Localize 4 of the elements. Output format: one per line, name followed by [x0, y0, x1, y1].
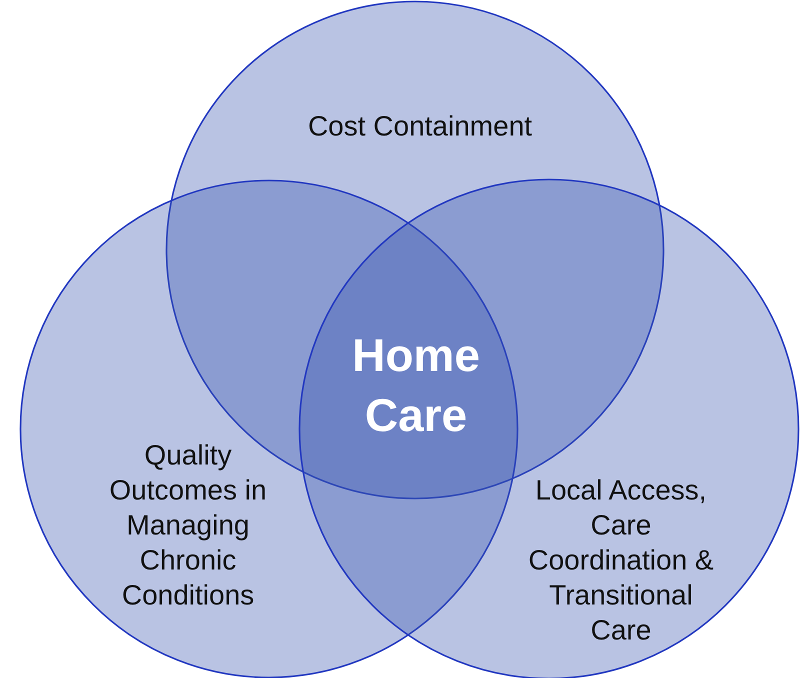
circle-label: Cost Containment	[306, 110, 534, 144]
center-label: Home Care	[351, 328, 481, 443]
circle-label: Quality Outcomes in Managing Chronic Conditions	[108, 438, 268, 612]
circle-label: Local Access, Care Coordination & Transitional Care	[528, 474, 714, 648]
